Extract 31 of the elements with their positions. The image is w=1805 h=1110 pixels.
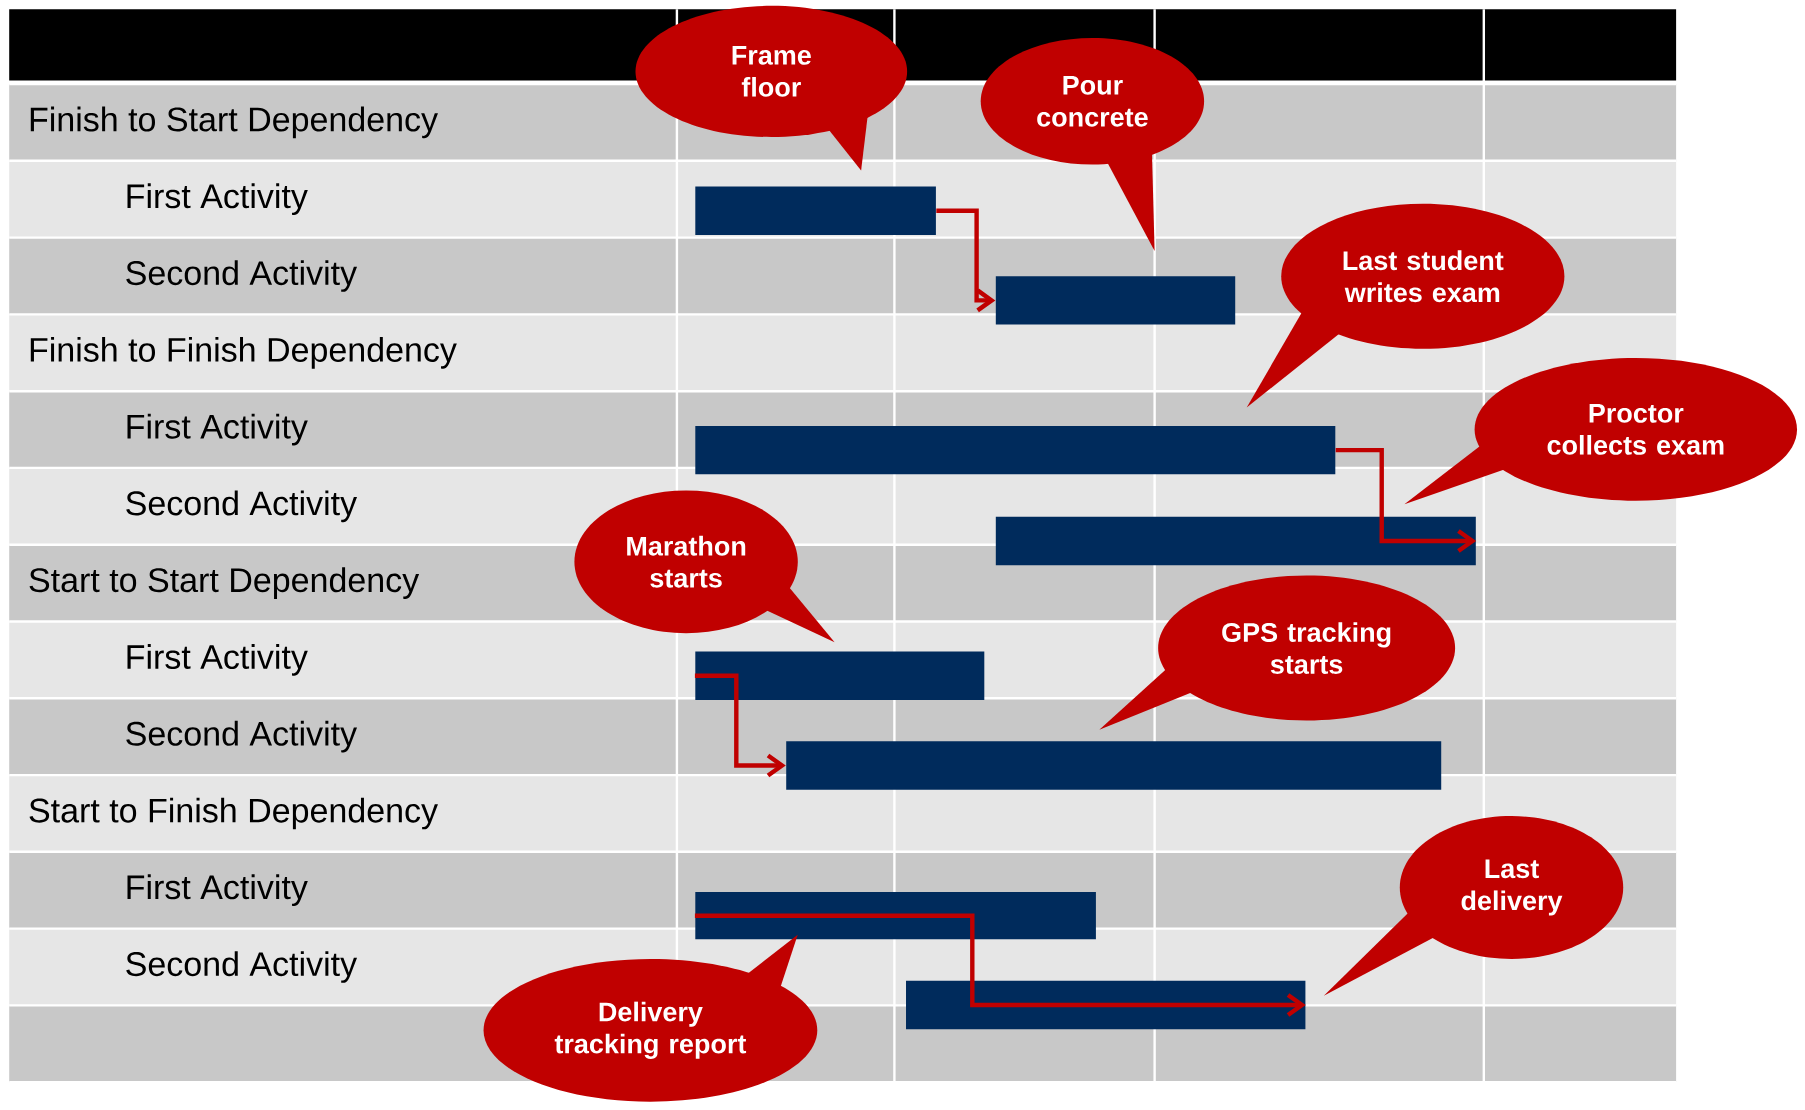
row-label: First Activity (127, 644, 308, 676)
arrow (1335, 447, 1477, 553)
task-bar (695, 651, 985, 700)
row-label: Finish to Finish Dependency (30, 336, 457, 369)
task-bar (695, 892, 1096, 940)
arrow (694, 913, 1306, 1017)
task-bar (695, 186, 936, 235)
speech-bubble: Marathon starts (574, 490, 835, 643)
row-label: Second Activity (126, 260, 358, 292)
row-label: Second Activity (126, 490, 358, 523)
speech-bubble: Pour concrete (980, 38, 1205, 251)
task-bar (786, 741, 1442, 790)
task-bar (995, 516, 1476, 566)
task-bar (995, 276, 1236, 325)
speech-bubble: Proctor collects exam (1404, 358, 1797, 505)
row-label: Second Activity (126, 720, 358, 753)
row-label: First Activity (127, 413, 308, 446)
row-label: Start to Start Dependency (29, 567, 420, 599)
row-label: Second Activity (126, 951, 358, 983)
speech-bubble: GPS tracking starts (1099, 575, 1456, 730)
row-label: First Activity (127, 183, 308, 216)
speech-bubble: Frame floor (635, 5, 908, 171)
arrow (694, 673, 786, 778)
arrow (936, 208, 996, 313)
row-label: Finish to Start Dependency (30, 106, 438, 139)
speech-bubble: Last student writes exam (1246, 203, 1565, 408)
row-label: First Activity (127, 874, 308, 907)
speech-bubble: Last delivery (1323, 816, 1624, 996)
task-bar (695, 425, 1336, 475)
row-label: Start to Finish Dependency (29, 797, 438, 830)
speech-bubble: Delivery tracking report (483, 934, 818, 1102)
